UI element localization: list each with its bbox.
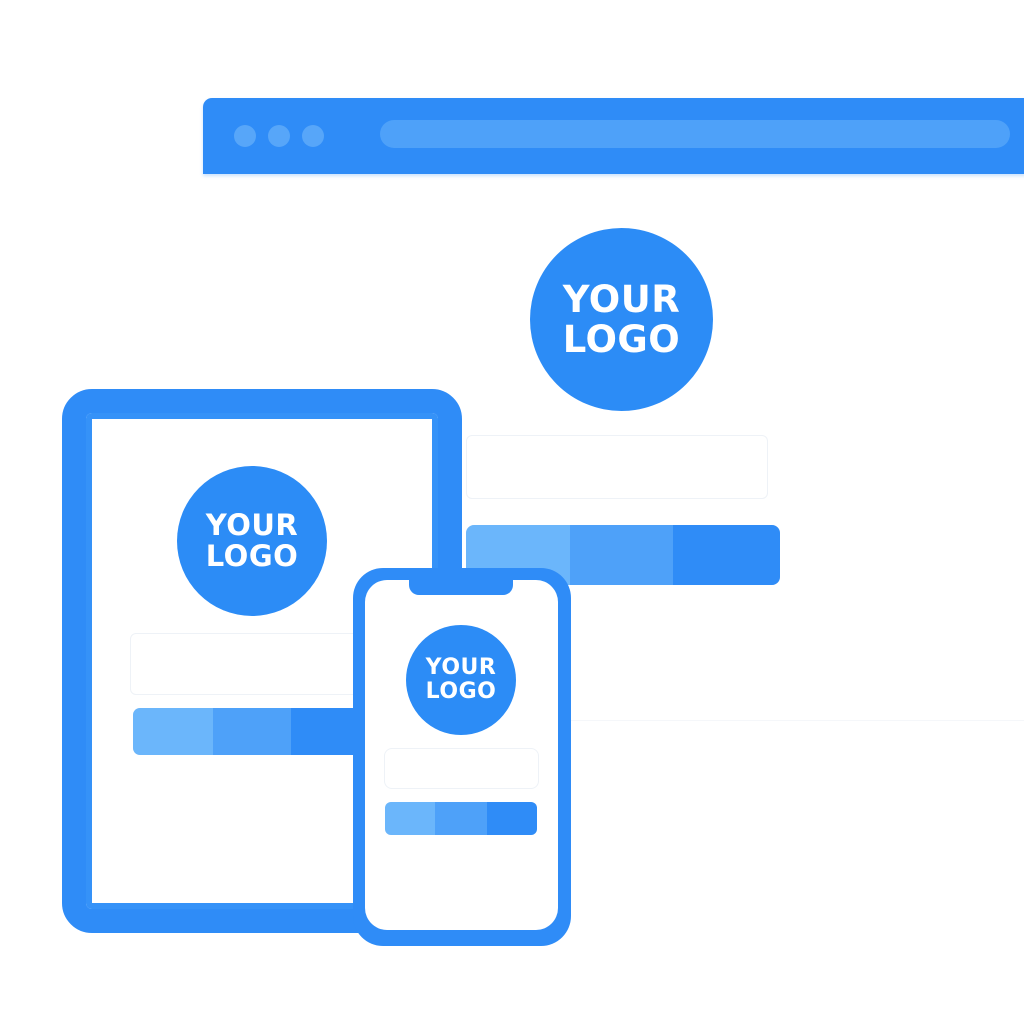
logo-line-1: YOUR (425, 655, 497, 681)
button-segment (570, 525, 673, 585)
button-segment (385, 802, 435, 835)
browser-action-button[interactable] (466, 525, 780, 585)
logo-line-2: LOGO (562, 317, 681, 361)
window-control-dot[interactable] (234, 125, 256, 147)
phone-action-button[interactable] (385, 802, 537, 835)
window-control-dot[interactable] (268, 125, 290, 147)
phone-notch (409, 578, 513, 595)
logo-line-1: YOUR (562, 277, 681, 321)
button-segment (133, 708, 213, 755)
tablet-action-button[interactable] (133, 708, 373, 755)
window-control-dot[interactable] (302, 125, 324, 147)
button-segment (435, 802, 487, 835)
button-segment (213, 708, 291, 755)
logo-line-2: LOGO (425, 679, 497, 704)
phone-input-field[interactable] (384, 748, 539, 789)
button-segment (487, 802, 537, 835)
phone-logo: YOUR LOGO (406, 625, 516, 735)
browser-logo: YOUR LOGO (530, 228, 713, 411)
logo-line-1: YOUR (205, 507, 299, 542)
tablet-input-field[interactable] (130, 633, 372, 695)
button-segment (673, 525, 780, 585)
browser-input-field[interactable] (466, 435, 768, 499)
logo-line-2: LOGO (205, 539, 299, 573)
browser-title-bar (203, 98, 1024, 174)
address-bar[interactable] (380, 120, 1010, 148)
tablet-logo: YOUR LOGO (177, 466, 327, 616)
